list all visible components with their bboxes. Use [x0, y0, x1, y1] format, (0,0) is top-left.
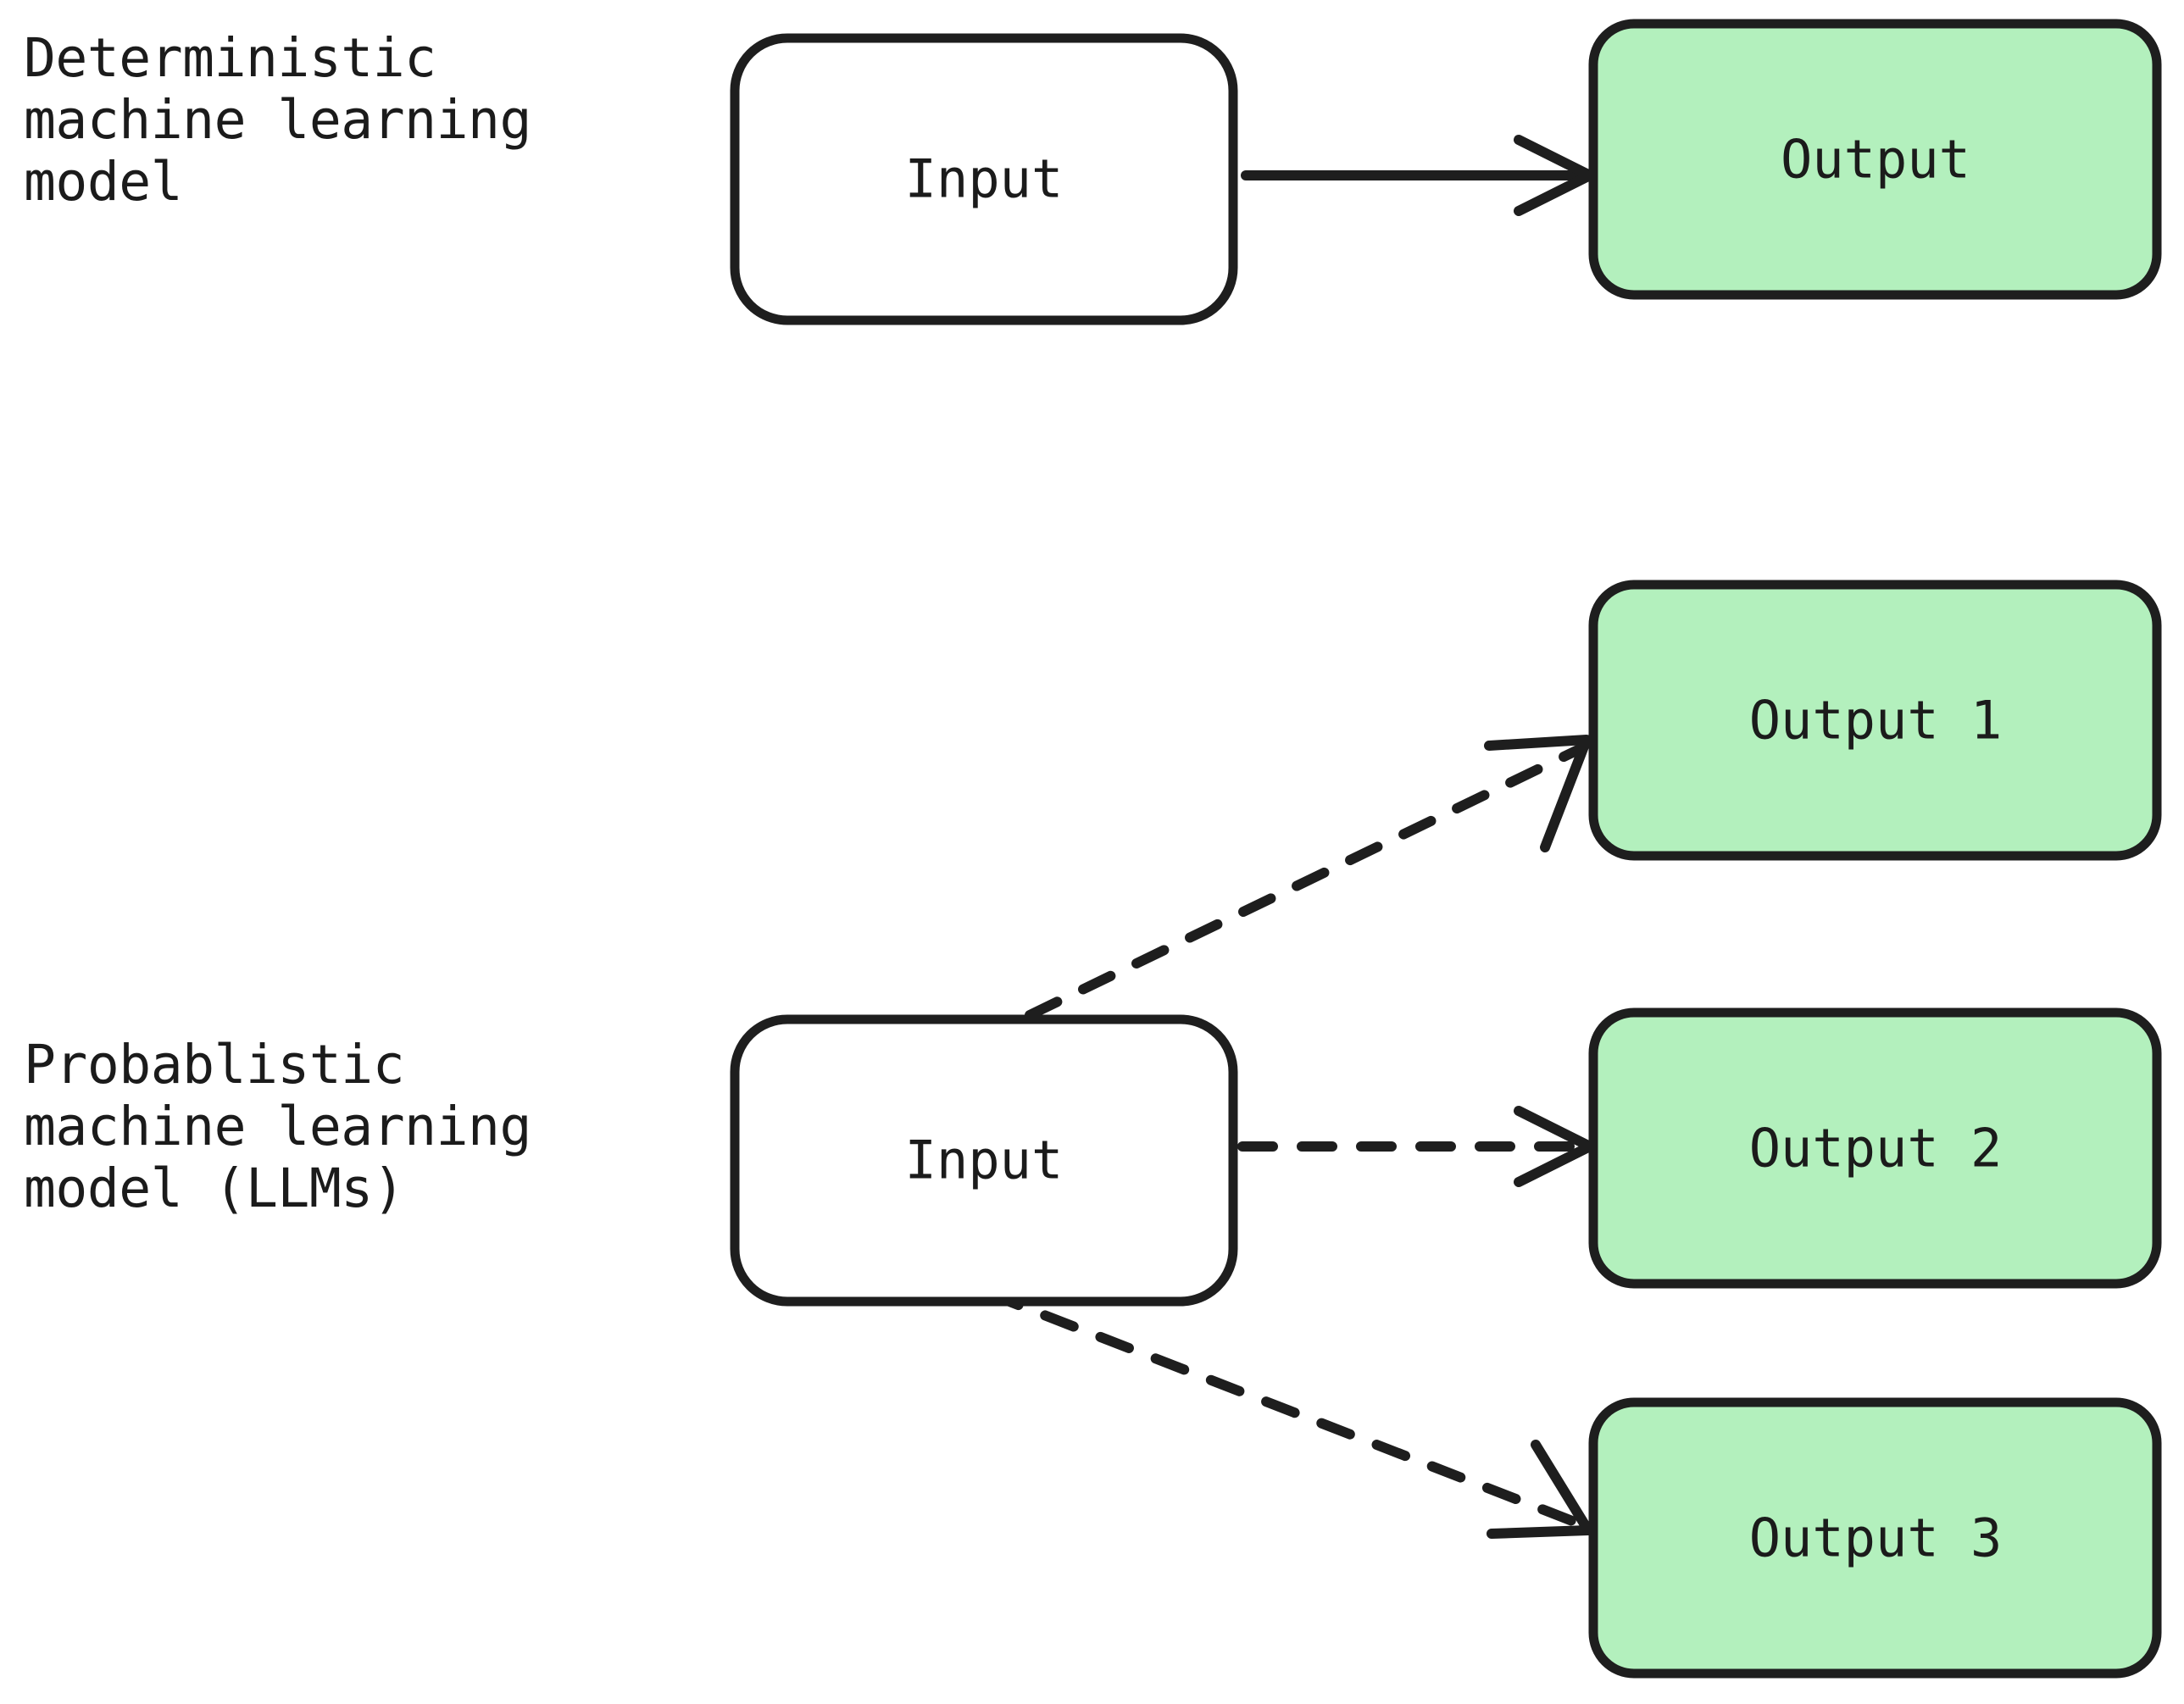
- arrowhead-open: [1487, 1440, 1593, 1539]
- edge-prob-input-to-output-2: [1237, 1106, 1595, 1187]
- edge-line-dashed: [985, 1289, 1588, 1530]
- node-prob-output-1[interactable]: [1588, 580, 2162, 861]
- edge-prob-input-to-output-1: [1025, 735, 1592, 1020]
- node-det-input[interactable]: [730, 33, 1238, 325]
- node-prob-output-2[interactable]: [1588, 1007, 2162, 1289]
- node-prob-input[interactable]: [730, 1014, 1238, 1307]
- deterministic-section-label: Deterministic machine learning model: [24, 27, 531, 214]
- arrowhead-open: [1484, 735, 1592, 852]
- node-det-output[interactable]: [1588, 19, 2162, 300]
- edge-line-dashed: [1025, 742, 1588, 1020]
- edge-prob-input-to-output-3: [985, 1289, 1593, 1539]
- edge-det-input-to-output: [1241, 135, 1597, 216]
- node-prob-output-3[interactable]: [1588, 1397, 2162, 1679]
- probabilistic-section-label: Probablistic machine learning model (LLM…: [24, 1034, 531, 1220]
